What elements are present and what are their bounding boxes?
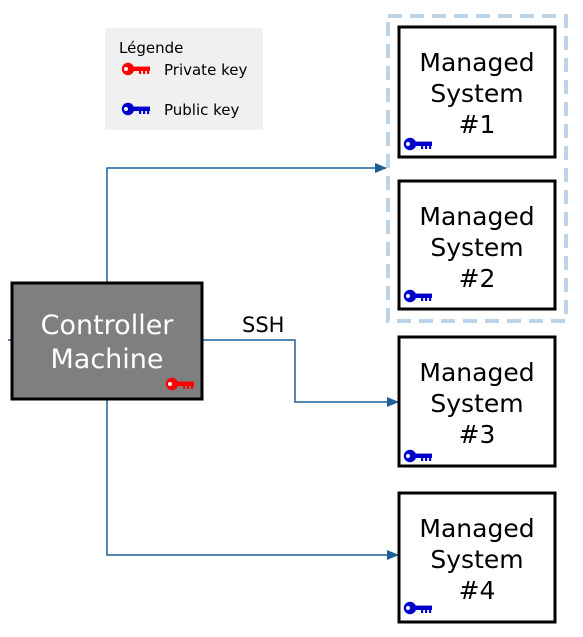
legend-private-key-label: Private key xyxy=(164,61,247,79)
managed-system-line3: #3 xyxy=(459,420,496,449)
managed-system-3: Managed System #3 xyxy=(397,335,557,468)
legend-title: Légende xyxy=(119,39,183,57)
managed-system-1: Managed System #1 xyxy=(397,25,557,159)
managed-system-line2: System xyxy=(430,79,523,108)
legend: Légende Private key Public key xyxy=(105,28,263,130)
connector-to-system-3 xyxy=(202,339,399,407)
managed-group-border xyxy=(386,14,568,323)
managed-system-line3: #2 xyxy=(459,264,496,293)
managed-system-2: Managed System #2 xyxy=(397,179,557,311)
managed-system-line2: System xyxy=(430,389,523,418)
managed-system-line1: Managed xyxy=(419,358,534,387)
managed-system-line3: #4 xyxy=(459,576,496,605)
managed-system-line2: System xyxy=(430,233,523,262)
controller-machine: Controller Machine xyxy=(10,281,204,401)
managed-system-line3: #1 xyxy=(459,110,496,139)
managed-system-box xyxy=(397,179,557,311)
connectors xyxy=(8,163,399,560)
connector-to-system-1 xyxy=(106,163,387,283)
managed-system-box xyxy=(397,491,557,624)
connector-to-system-4 xyxy=(106,399,399,560)
controller-title-line2: Machine xyxy=(50,344,163,375)
managed-system-box xyxy=(397,335,557,468)
managed-system-box xyxy=(397,25,557,159)
legend-public-key-label: Public key xyxy=(164,101,240,119)
controller-title-line1: Controller xyxy=(41,310,175,341)
managed-system-4: Managed System #4 xyxy=(397,491,557,624)
ssh-label: SSH xyxy=(242,313,284,337)
managed-system-line2: System xyxy=(430,545,523,574)
managed-system-line1: Managed xyxy=(419,202,534,231)
managed-system-line1: Managed xyxy=(419,514,534,543)
managed-system-line1: Managed xyxy=(419,48,534,77)
